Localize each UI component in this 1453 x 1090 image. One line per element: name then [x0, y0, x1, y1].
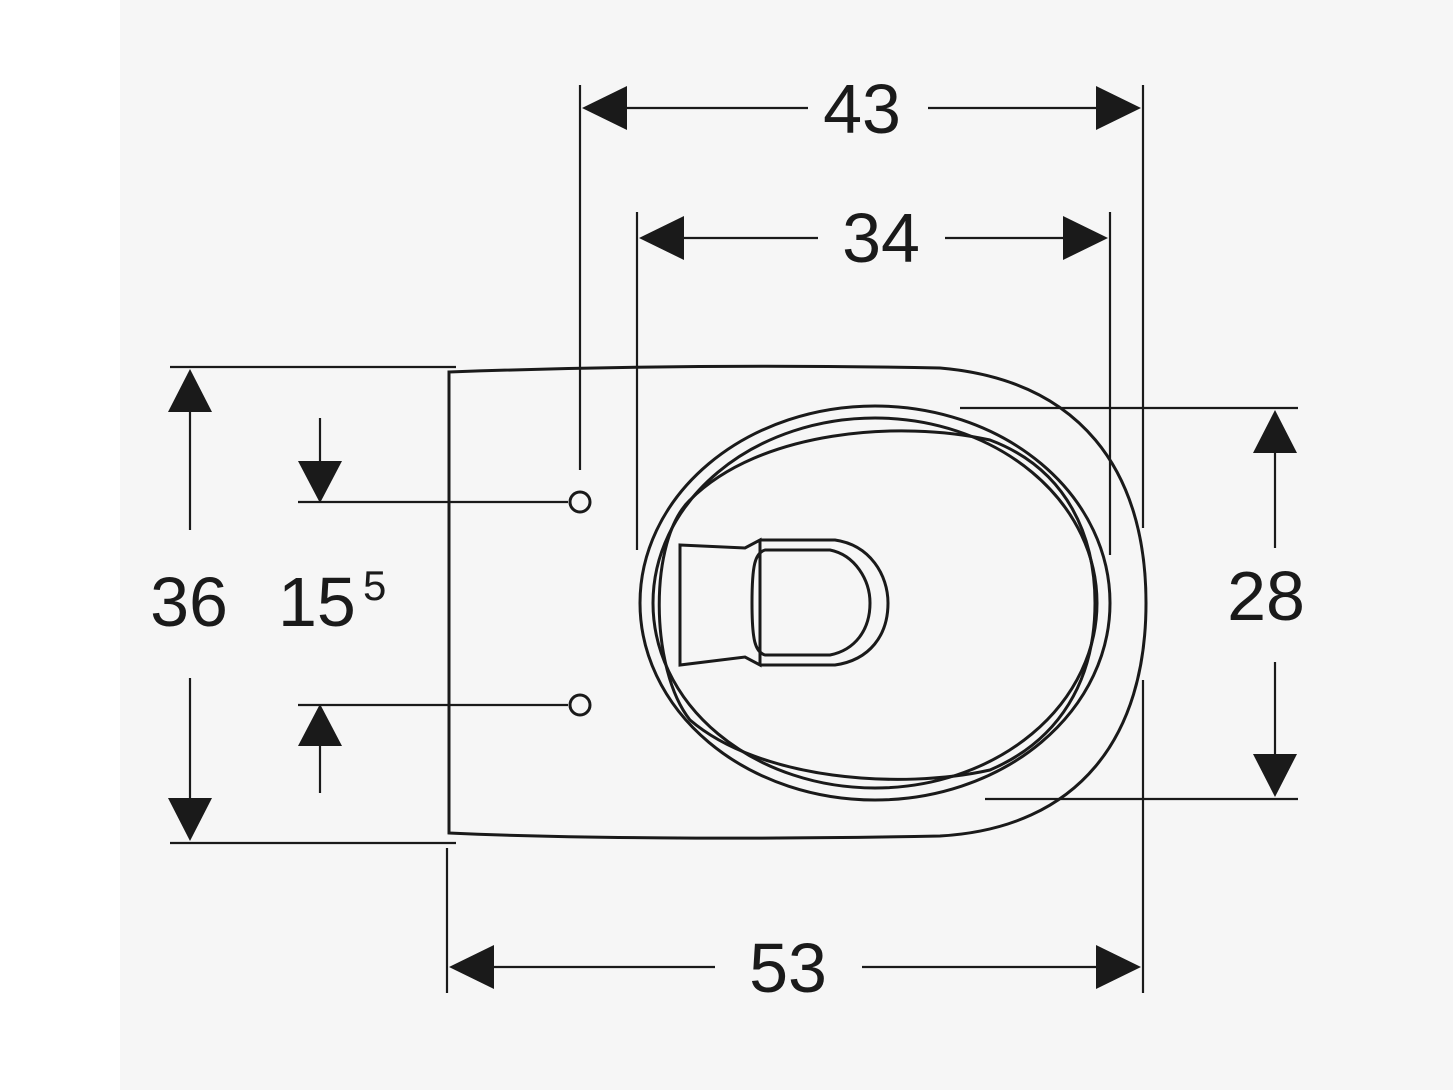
arrowhead-28-top	[1253, 410, 1297, 453]
arrowhead-28-bottom	[1253, 754, 1297, 797]
bowl-rim-outer	[638, 404, 1112, 802]
outlet-opening-outer	[760, 538, 890, 667]
fixing-hole-top	[568, 490, 592, 514]
toilet-body-outline	[447, 364, 1148, 840]
arrowhead-fixing-bottom	[298, 704, 342, 746]
arrowhead-fixing-top	[298, 461, 342, 503]
dimension-36: 36	[150, 369, 228, 841]
arrowhead-34-right	[1063, 216, 1108, 260]
dimension-label-43: 43	[823, 70, 901, 148]
arrowhead-34-left	[639, 216, 684, 260]
arrowhead-36-top	[168, 369, 212, 412]
dimension-43: 43	[582, 70, 1141, 148]
dimension-15-5: 15 5	[278, 418, 386, 793]
extension-lines	[170, 85, 1298, 993]
dimension-34: 34	[639, 199, 1108, 277]
dimension-label-53: 53	[749, 929, 827, 1007]
outlet-channel	[678, 537, 762, 668]
arrowhead-53-left	[449, 945, 494, 989]
arrowhead-36-bottom	[168, 798, 212, 841]
dimension-label-34: 34	[842, 199, 920, 277]
dimension-53: 53	[449, 929, 1141, 1007]
arrowhead-53-right	[1096, 945, 1141, 989]
fixing-hole-bottom	[568, 693, 592, 717]
drawing-background	[120, 0, 1453, 1090]
dimension-label-28: 28	[1227, 557, 1305, 635]
bowl-rim-inner	[657, 429, 1097, 781]
dimension-label-15: 15	[278, 563, 356, 641]
dimension-label-15-superscript: 5	[363, 562, 386, 609]
dimension-label-36: 36	[150, 563, 228, 641]
bowl-rim-middle	[651, 416, 1099, 790]
arrowhead-43-right	[1096, 86, 1141, 130]
dimension-28: 28	[1227, 410, 1305, 797]
outlet	[678, 537, 890, 668]
outlet-opening-inner	[750, 548, 872, 657]
arrowhead-43-left	[582, 86, 627, 130]
